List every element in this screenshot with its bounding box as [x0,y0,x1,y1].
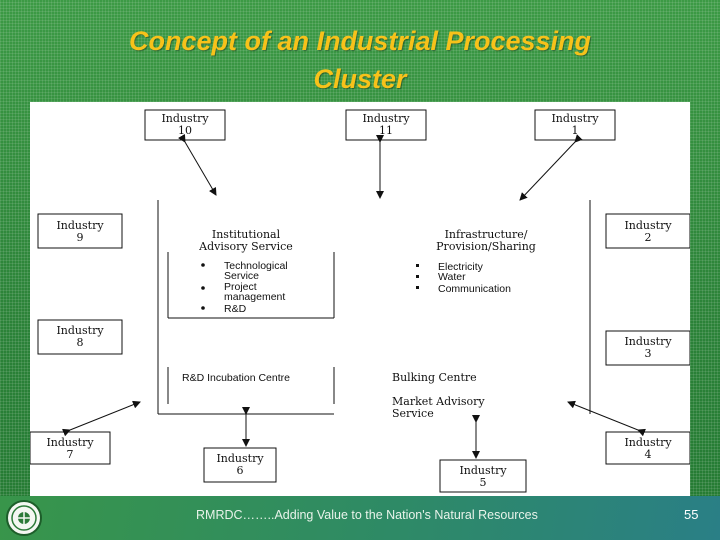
institutional-bullet-1: Technological [224,260,288,272]
infrastructure-title-line-2: Provision/Sharing [436,240,536,253]
industry-3-label: Industry [624,335,672,348]
cluster-frame [157,200,591,415]
industry-4-label: Industry [624,436,672,449]
rmrdc-logo [6,500,42,536]
industry-8-number: 8 [77,336,84,349]
industry-7-box: Industry 7 [30,431,111,465]
industry-1-label: Industry [551,112,599,125]
infrastructure-bullet-1: Electricity [438,261,484,273]
infrastructure-block: Infrastructure/ Provision/Sharing Electr… [416,228,536,295]
industry-5-box: Industry 5 [439,459,527,493]
industry-4-number: 4 [645,448,652,461]
slide-title: Concept of an Industrial Processing Clus… [40,22,680,98]
industry-11-label: Industry [362,112,410,125]
title-line-2: Cluster [313,64,407,94]
industry-8-label: Industry [56,324,104,337]
industry-6-box: Industry 6 [203,447,277,483]
industry-9-box: Industry 9 [37,213,123,249]
institutional-bullet-2: Project [224,281,257,293]
industry-10-label: Industry [161,112,209,125]
industry-10-number: 10 [178,124,192,137]
footer-tagline: RMRDC……..Adding Value to the Nation's Na… [196,508,538,522]
market-advisory-line-1: Market Advisory [392,395,485,408]
industry-1-number: 1 [572,124,579,137]
infrastructure-bullet-2: Water [438,271,466,283]
institutional-bullet-2b: management [224,291,285,303]
industry-8-box: Industry 8 [37,319,123,355]
title-line-1: Concept of an Industrial Processing [128,26,592,56]
market-advisory-line-2: Service [392,407,434,420]
bulking-centre: Bulking Centre [392,371,477,384]
industry-2-label: Industry [624,219,672,232]
infrastructure-bullet-3: Communication [438,283,511,295]
institutional-title-line-2: Advisory Service [198,240,293,253]
industry-2-number: 2 [645,231,652,244]
industry-5-label: Industry [459,464,507,477]
institutional-advisory-block: Institutional Advisory Service Technolog… [198,228,293,315]
industry-3-number: 3 [645,347,652,360]
industry-5-number: 5 [480,476,487,489]
industry-11-box: Industry 11 [345,109,427,141]
industry-9-label: Industry [56,219,104,232]
industry-1-box: Industry 1 [534,109,616,141]
industry-6-number: 6 [237,464,244,477]
institutional-title-line-1: Institutional [212,228,281,241]
institutional-bullet-3: R&D [224,303,247,315]
industry-10-box: Industry 10 [144,109,226,141]
industry-2-box: Industry 2 [605,213,690,249]
rd-incubation-centre: R&D Incubation Centre [182,372,290,384]
industry-7-number: 7 [67,448,74,461]
institutional-bullet-1b: Service [224,270,259,282]
connector-arrows [62,133,646,459]
diagram-panel: Industry 10 Industry 11 Industry 1 Indus… [30,102,690,496]
industry-11-number: 11 [379,124,393,137]
page-number: 55 [684,507,699,522]
industry-3-box: Industry 3 [605,330,690,366]
industry-4-box: Industry 4 [605,431,690,465]
footer-band [0,496,720,540]
industry-7-label: Industry [46,436,94,449]
cluster-diagram: Industry 10 Industry 11 Industry 1 Indus… [30,109,690,493]
infrastructure-title-line-1: Infrastructure/ [445,228,528,241]
industry-9-number: 9 [77,231,84,244]
industry-6-label: Industry [216,452,264,465]
